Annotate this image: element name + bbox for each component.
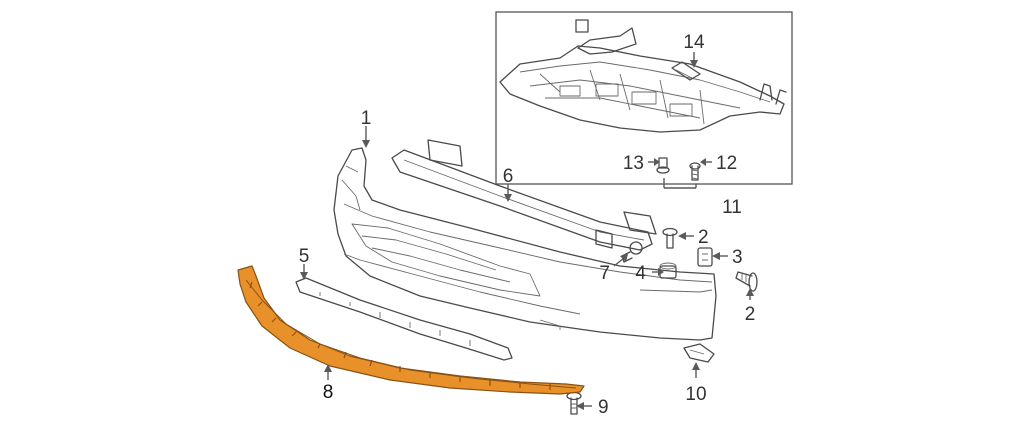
callout-8: 8 xyxy=(323,382,334,403)
skid-plate xyxy=(499,19,787,133)
push-pin-2-lower xyxy=(735,271,758,292)
callout-6: 6 xyxy=(503,166,514,187)
callout-11: 11 xyxy=(722,197,742,218)
push-pin-9 xyxy=(566,391,582,415)
callout-5: 5 xyxy=(299,246,310,267)
callout-13: 13 xyxy=(623,153,644,174)
bracket-14 xyxy=(671,61,701,81)
callout-9: 9 xyxy=(598,397,609,418)
callout-1: 1 xyxy=(361,108,372,129)
callout-10: 10 xyxy=(685,384,706,405)
clip-10 xyxy=(683,343,715,363)
bumper-fascia xyxy=(333,147,717,341)
callout-2-lower: 2 xyxy=(745,304,756,325)
impact-bar xyxy=(391,139,657,251)
deflector-8-highlighted xyxy=(237,265,585,395)
inset-box xyxy=(495,11,793,185)
callout-12: 12 xyxy=(716,153,737,174)
callout-7: 7 xyxy=(599,263,610,284)
callout-4: 4 xyxy=(635,263,646,284)
callout-3: 3 xyxy=(732,247,743,268)
callout-14: 14 xyxy=(683,32,705,53)
push-pin-2-upper xyxy=(662,227,678,249)
bolt-12 xyxy=(689,162,701,181)
molding-5 xyxy=(295,277,513,361)
leader-lines xyxy=(300,52,754,410)
bolt-13 xyxy=(656,157,670,174)
callout-2-upper: 2 xyxy=(698,227,709,248)
clip-3 xyxy=(697,247,713,267)
